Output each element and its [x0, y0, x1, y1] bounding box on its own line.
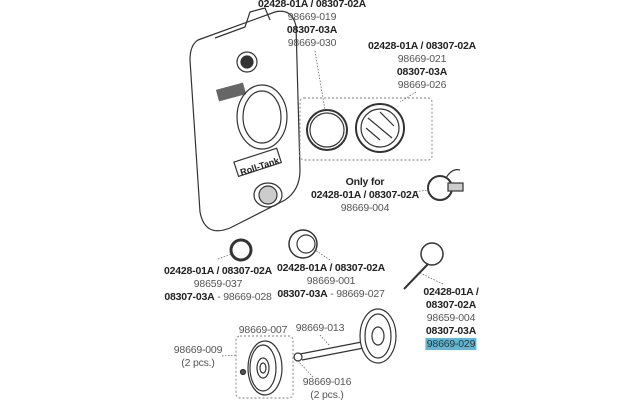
- part-number: 98669-016: [302, 376, 352, 388]
- wheel-right: [359, 308, 397, 364]
- part-number: 98669-001: [306, 275, 356, 287]
- wheel-left: [239, 340, 283, 396]
- part-number: 98669-021: [397, 53, 447, 65]
- model-number: 08307-03A: [286, 24, 338, 36]
- label-top-tank-cap: 02428-01A / 08307-02A 98669-019 08307-03…: [258, 0, 366, 50]
- part-number: 98669-030: [287, 37, 337, 49]
- seal-ring: [229, 238, 253, 262]
- model-number: 08307-03A: [396, 66, 448, 78]
- tether-cap: [403, 242, 444, 290]
- model-number: 08307-03A: [425, 325, 477, 337]
- part-number: 98669-027: [336, 288, 385, 300]
- label-valve: Only for 02428-01A / 08307-02A 98669-004: [311, 176, 419, 215]
- label-wheel: 98669-007: [238, 324, 288, 336]
- separator: -: [327, 288, 337, 300]
- part-number: 98669-004: [340, 202, 390, 214]
- label-clip: 98669-016 (2 pcs.): [302, 376, 352, 400]
- model-numbers: 02428-01A / 08307-02A: [163, 265, 273, 277]
- separator: -: [214, 291, 224, 303]
- adapter-ring: [288, 229, 318, 259]
- label-hub-cap: 98669-009 (2 pcs.): [173, 344, 223, 370]
- label-tether-cap: 02428-01A / 08307-02A 98659-004 08307-03…: [423, 286, 479, 351]
- label-axle: 98669-013: [295, 322, 345, 334]
- part-number: 98669-026: [397, 79, 447, 91]
- vent-valve: [427, 169, 464, 201]
- model-numbers: 02428-01A / 08307-02A: [276, 262, 386, 274]
- model-number: 08307-03A: [277, 288, 328, 300]
- part-number: 98659-004: [426, 312, 476, 324]
- quantity: (2 pcs.): [181, 357, 215, 369]
- note: Only for: [345, 176, 385, 188]
- roll-tank-body: Roll-Tank: [189, 7, 301, 232]
- part-number: 98669-009: [173, 344, 223, 356]
- label-right-cap: 02428-01A / 08307-02A 98669-021 08307-03…: [368, 40, 476, 92]
- model-numbers: 02428-01A / 08307-02A: [257, 0, 367, 10]
- quantity: (2 pcs.): [310, 389, 344, 400]
- label-adapter: 02428-01A / 08307-02A 98669-001 08307-03…: [277, 262, 385, 301]
- highlighted-part-number: 98669-029: [425, 338, 477, 350]
- model-numbers: 02428-01A / 08307-02A: [310, 189, 420, 201]
- tank-cap: [355, 103, 405, 153]
- model-number: 02428-01A /: [423, 286, 479, 298]
- part-number: 98659-037: [193, 278, 243, 290]
- label-seal-ring: 02428-01A / 08307-02A 98659-037 08307-03…: [164, 265, 272, 304]
- model-numbers: 02428-01A / 08307-02A: [367, 40, 477, 52]
- part-number: 98669-019: [287, 11, 337, 23]
- part-number: 98669-028: [223, 291, 272, 303]
- gasket-ring: [306, 109, 348, 151]
- model-number: 08307-02A: [425, 299, 477, 311]
- model-number: 08307-03A: [164, 291, 215, 303]
